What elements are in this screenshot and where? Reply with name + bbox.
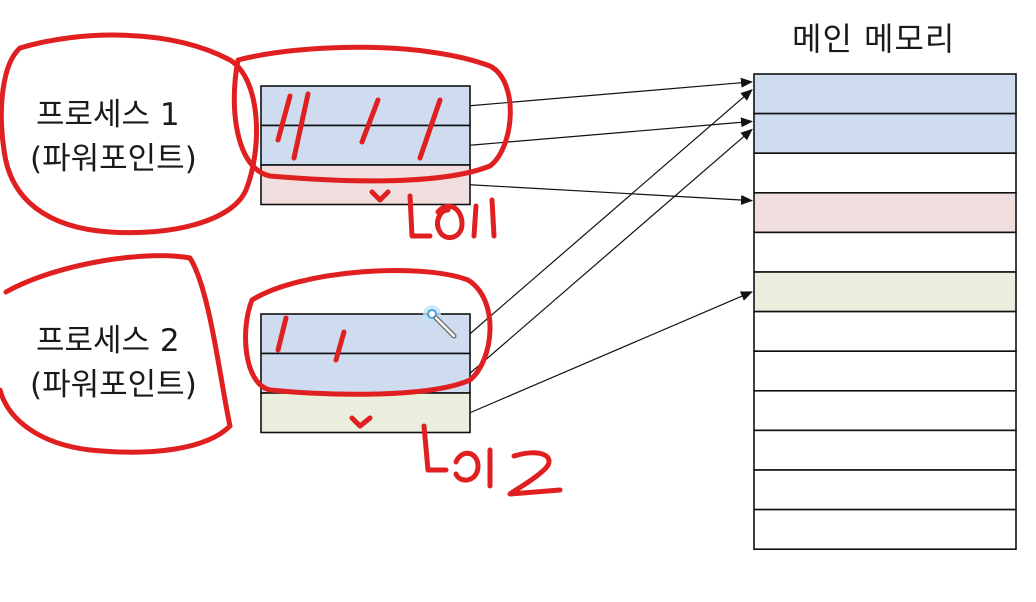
process-2-pages [260,313,471,434]
arrow-process-2-page-2 [469,291,753,414]
memory-frame-1 [753,112,1017,154]
annotation-hand-L012 [421,423,563,497]
process-2-app: (파워포인트) [30,367,197,403]
arrow-process-1-page-2 [469,184,753,205]
annotation-hatch-process-1-4 [417,97,443,161]
annotation-hatch-process-2-2 [333,329,347,363]
process-1-page-2 [260,164,471,206]
memory-frame-9 [753,429,1017,471]
magic-wand-icon [423,305,457,339]
memory-frame-11 [753,508,1017,551]
process-2-page-2 [260,392,471,434]
memory-frame-3 [753,192,1017,234]
memory-frame-4 [753,231,1017,273]
memory-frame-6 [753,310,1017,353]
annotation-hatch-process-1-2 [291,91,311,161]
annotation-hatch-process-2-1 [275,315,289,353]
annotation-hatch-process-1-1 [275,93,293,143]
memory-frame-2 [753,152,1017,194]
annotation-circle-process-2-shared [243,268,493,397]
process-1-name: 프로세스 1 [36,97,180,133]
annotation-hatch-process-1-3 [359,97,381,145]
annotation-hand-L011 [407,193,497,241]
annotation-check-process-2 [349,415,373,429]
arrow-process-1-page-0 [469,77,753,107]
annotation-circle-process-1 [0,32,259,236]
arrow-process-2-page-0 [469,89,753,335]
main-memory-title: 메인 메모리 [792,20,956,58]
memory-frame-0 [753,73,1017,115]
mapping-arrows [469,77,753,414]
annotation-layer [0,32,563,497]
process-2-name: 프로세스 2 [36,323,180,359]
memory-frame-7 [753,350,1017,392]
annotation-circle-process-2 [0,253,233,455]
annotation-circle-process-1-shared [231,44,513,184]
annotation-check-process-1 [369,189,391,203]
memory-frame-10 [753,469,1017,511]
process-1-app: (파워포인트) [30,141,197,177]
memory-frame-8 [753,389,1017,432]
arrow-process-1-page-1 [469,117,753,146]
arrow-process-2-page-1 [469,128,753,374]
main-memory-frames [753,73,1017,551]
memory-frame-5 [753,271,1017,313]
